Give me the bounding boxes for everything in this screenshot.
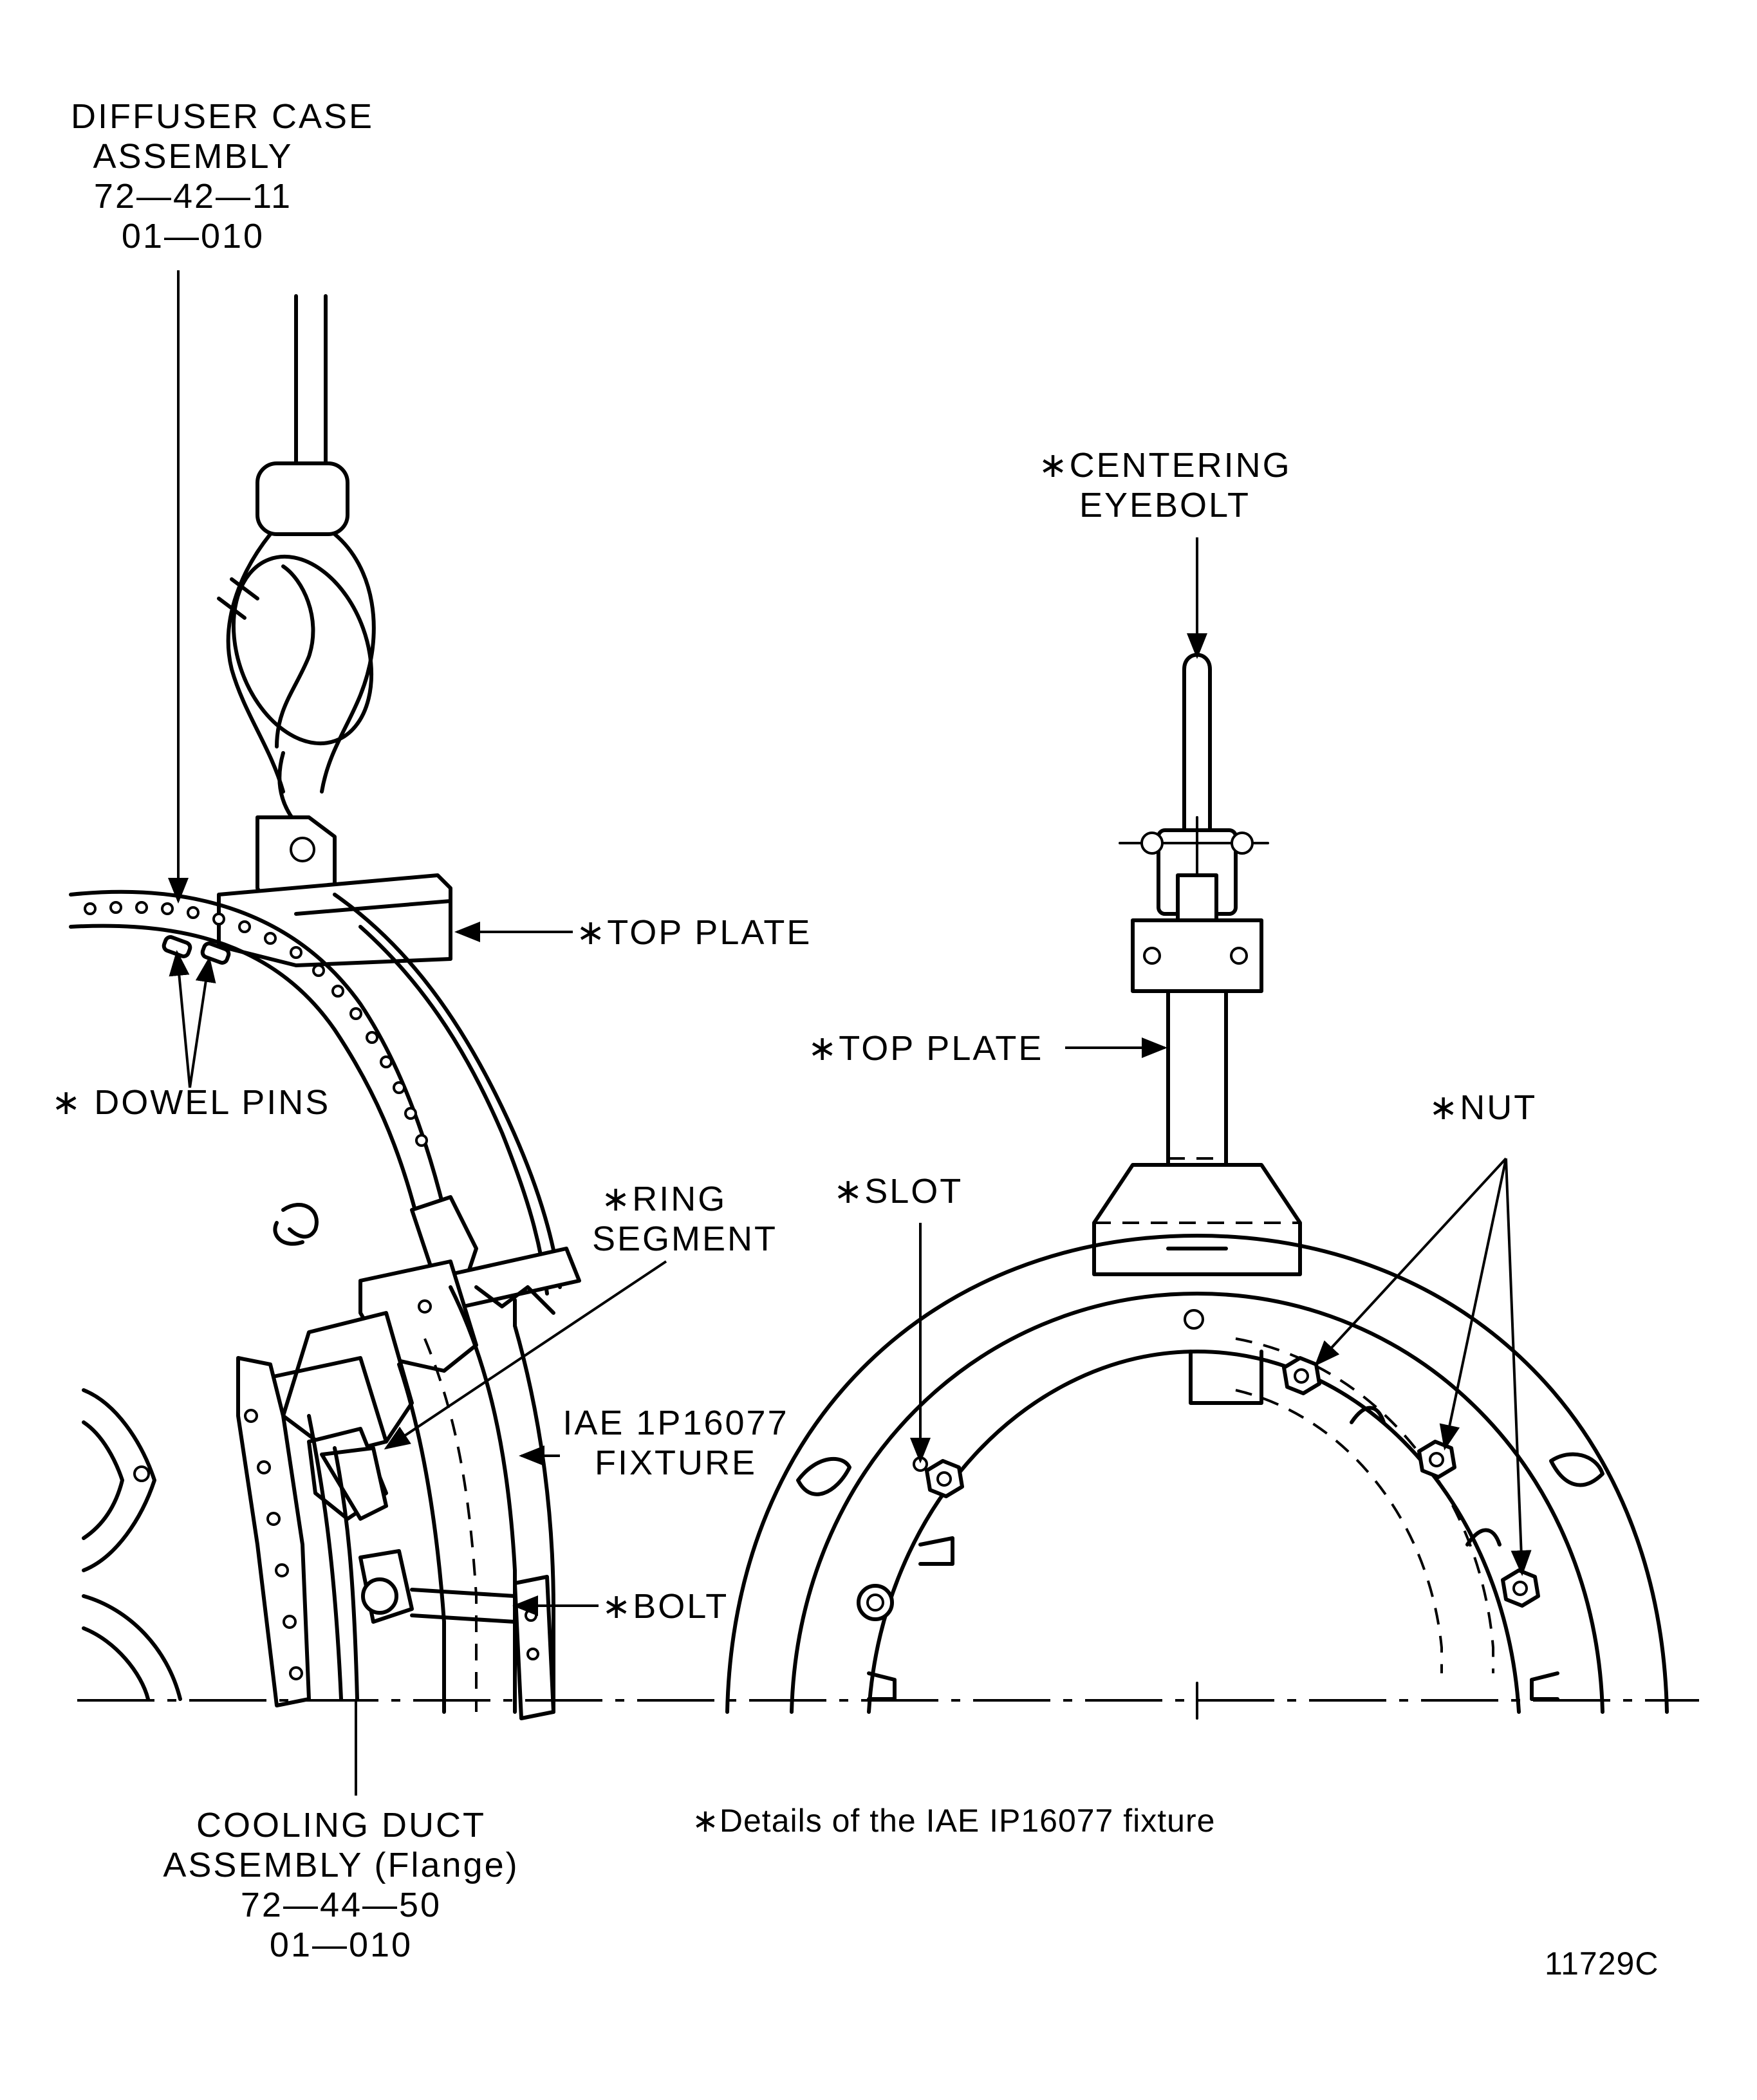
cooling-duct-line-2: ASSEMBLY (Flange): [163, 1846, 519, 1884]
lower-left-nut: [857, 1584, 894, 1621]
diffuser-case-line-2: ASSEMBLY: [93, 137, 293, 176]
diffuser-case-line-1: DIFFUSER CASE: [71, 97, 375, 136]
bolt-assembly: [358, 1549, 555, 1720]
centering-eyebolt-line-1: ∗CENTERING: [1038, 446, 1292, 485]
crane-hook: [217, 461, 376, 916]
fixture-label: IAE 1P16077 FIXTURE: [553, 1403, 798, 1483]
top-plate-right: [1092, 918, 1302, 1276]
nuts: [857, 1356, 1540, 1621]
centering-eyebolt-line-2: EYEBOLT: [1079, 486, 1251, 525]
fixture-line-2: FIXTURE: [594, 1444, 757, 1482]
cooling-duct-line-4: 01—010: [269, 1926, 413, 1964]
ring-segment-line-2: SEGMENT: [592, 1220, 778, 1258]
fixture-arc-left: [397, 1285, 555, 1714]
nut-1: [1282, 1356, 1321, 1395]
cooling-duct-line-3: 72—44—50: [240, 1886, 442, 1924]
slot-nut: [913, 1456, 964, 1498]
diffuser-case-label: DIFFUSER CASE ASSEMBLY 72—42—11 01—010: [71, 97, 375, 256]
dowel-pins-label: ∗ DOWEL PINS: [51, 1083, 331, 1122]
cooling-duct-label: COOLING DUCT ASSEMBLY (Flange) 72—44—50 …: [148, 1805, 534, 1965]
footnote: ∗Details of the IAE IP16077 fixture: [692, 1803, 1216, 1839]
nut-label: ∗NUT: [1429, 1088, 1538, 1127]
diffuser-case-line-3: 72—42—11: [93, 177, 293, 216]
right-fixture-view: [725, 653, 1669, 1714]
nut-2: [1417, 1440, 1456, 1479]
centering-eyebolt-label: ∗CENTERING EYEBOLT: [1030, 445, 1300, 525]
cooling-duct-line-1: COOLING DUCT: [196, 1806, 487, 1844]
engine-case-left: [82, 1202, 319, 1701]
ring-bolt-holes: [84, 901, 428, 1147]
bolt-label: ∗BOLT: [602, 1587, 729, 1626]
fixture-half-ring: [725, 1234, 1669, 1714]
leader-lines: [168, 270, 1532, 1796]
hoist-cable: [294, 294, 328, 475]
centering-eyebolt: [1119, 653, 1269, 922]
left-assembly-view: [69, 294, 581, 1720]
top-plate-left: [217, 873, 452, 967]
fixture-line-1: IAE 1P16077: [562, 1404, 789, 1442]
nut-3: [1501, 1568, 1540, 1608]
top-plate-right-label: ∗TOP PLATE: [808, 1029, 1044, 1068]
ring-segment: [268, 1195, 581, 1521]
ring-segment-label: ∗RING SEGMENT: [592, 1179, 777, 1259]
diffuser-case-line-4: 01—010: [121, 217, 265, 256]
ring-segment-line-1: ∗RING: [601, 1180, 727, 1218]
slot-label: ∗SLOT: [833, 1172, 963, 1211]
figure-number: 11729C: [1545, 1946, 1659, 1982]
top-plate-left-label: ∗TOP PLATE: [576, 913, 812, 952]
